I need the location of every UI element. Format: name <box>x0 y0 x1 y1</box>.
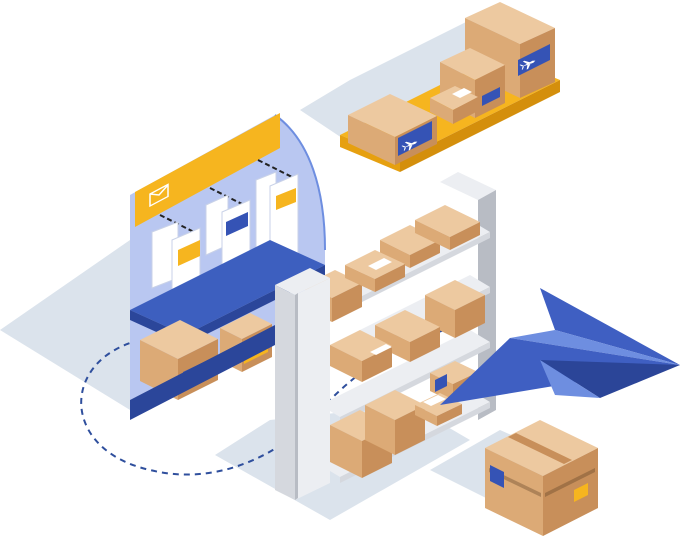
shelf-boxes <box>305 205 485 478</box>
box-flat <box>430 86 478 124</box>
shelf-front-upright <box>275 285 295 500</box>
stand-upper-shelf <box>130 240 325 335</box>
box-standalone <box>485 420 598 536</box>
box-front <box>348 94 437 165</box>
shipping-label <box>518 44 550 76</box>
paper-plane <box>440 288 680 405</box>
shipping-label <box>490 465 504 488</box>
stand-banner <box>135 113 280 227</box>
stand-base <box>130 325 275 420</box>
envelope-icon <box>149 183 169 208</box>
shelf-lower <box>320 330 490 417</box>
shipping-label <box>398 121 432 156</box>
pallet-group <box>340 2 560 172</box>
